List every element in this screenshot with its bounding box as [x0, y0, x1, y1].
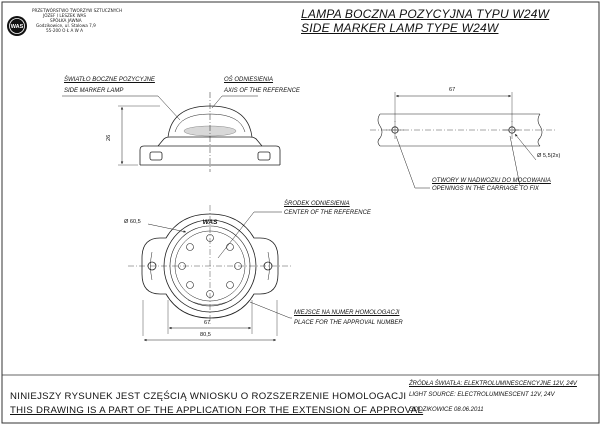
- label-side-marker-en: SIDE MARKER LAMP: [64, 88, 124, 94]
- mounting-view: [370, 92, 555, 189]
- side-view: [118, 92, 281, 172]
- holes-spacing-value: 67: [449, 87, 456, 93]
- footer-note-pl: NINIEJSZY RYSUNEK JEST CZĘŚCIĄ WNIOSKU O…: [10, 391, 407, 402]
- label-holes-pl: OTWORY W NADWOZIU DO MOCOWANIA: [432, 178, 551, 184]
- label-center-pl: ŚRODEK ODNIESIENIA: [284, 201, 350, 207]
- drawing-date: GODZIKOWICE 08.06.2011: [409, 407, 484, 413]
- front-view-dimensions: [142, 211, 292, 342]
- led: [186, 281, 194, 289]
- company-line-5: 55-200 O Ł A W A: [46, 28, 84, 33]
- company-line-3: SPÓŁKA JAWNA: [50, 18, 82, 23]
- panel-break-left: [377, 113, 383, 147]
- front-view-outline: [141, 213, 279, 319]
- label-side-marker-pl: ŚWIATŁO BOCZNE POZYCYJNE: [64, 77, 155, 83]
- side-view-left-lug: [149, 151, 163, 161]
- axis-leader: [211, 95, 258, 109]
- height-dimension-value: 26: [106, 134, 112, 141]
- footer-note-en: THIS DRAWING IS A PART OF THE APPLICATIO…: [10, 405, 424, 416]
- logo-lettering: WAS: [11, 24, 24, 30]
- label-holes-en: OPENINGS IN THE CARRIAGE TO FIX: [432, 186, 539, 192]
- holes-leader-right: [509, 135, 521, 187]
- hole-diameter-leader: [514, 133, 537, 161]
- center-leader: [217, 211, 282, 259]
- front-view: [128, 205, 292, 326]
- label-axis-en: AXIS OF THE REFERENCE: [224, 88, 300, 94]
- panel-break-right: [537, 113, 543, 147]
- led: [186, 243, 194, 251]
- title-english: SIDE MARKER LAMP TYPE W24W: [301, 21, 499, 35]
- label-approval-pl: MIEJSCE NA NUMER HOMOLOGACJI: [294, 310, 400, 316]
- diameter-leader: [147, 223, 187, 233]
- light-leader: [62, 95, 181, 121]
- light-source-pl: ŹRÓDŁA ŚWIATŁA: ELEKTROLUMINESCENCYJNE 1…: [409, 381, 577, 387]
- diameter-dimension-value: Ø 60,5: [124, 219, 141, 225]
- side-view-right-lug: [257, 151, 271, 161]
- width-outer-dimension-value: 80,5: [200, 332, 211, 338]
- led: [226, 243, 234, 251]
- label-axis-pl: OŚ ODNIESIENIA: [224, 77, 274, 83]
- side-view-leaders: [62, 95, 258, 121]
- light-source-en: LIGHT SOURCE: ELECTROLUMINESCENT 12V, 24…: [409, 392, 555, 398]
- company-logo: WAS: [7, 16, 27, 36]
- label-center-en: CENTER OF THE REFERENCE: [284, 210, 371, 216]
- approval-leader: [249, 301, 292, 319]
- company-line-4: Godzikowice, ul. Stalowa 7,9: [36, 23, 96, 28]
- lens-mark-text: WAS: [203, 219, 218, 226]
- holes-leader-left: [395, 135, 430, 189]
- width-inner-dimension-value: 67: [204, 320, 211, 326]
- title-polish: LAMPA BOCZNA POZYCYJNA TYPU W24W: [301, 7, 550, 21]
- company-line-1: PRZETWÓRSTWO TWORZYW SZTUCZNYCH: [32, 8, 123, 13]
- label-approval-en: PLACE FOR THE APPROVAL NUMBER: [294, 320, 403, 326]
- side-view-base: [139, 145, 281, 165]
- hole-diameter-value: Ø 5,5(2x): [537, 153, 561, 159]
- company-line-2: JÓZEF I LESZEK WAS: [43, 13, 87, 18]
- led: [226, 281, 234, 289]
